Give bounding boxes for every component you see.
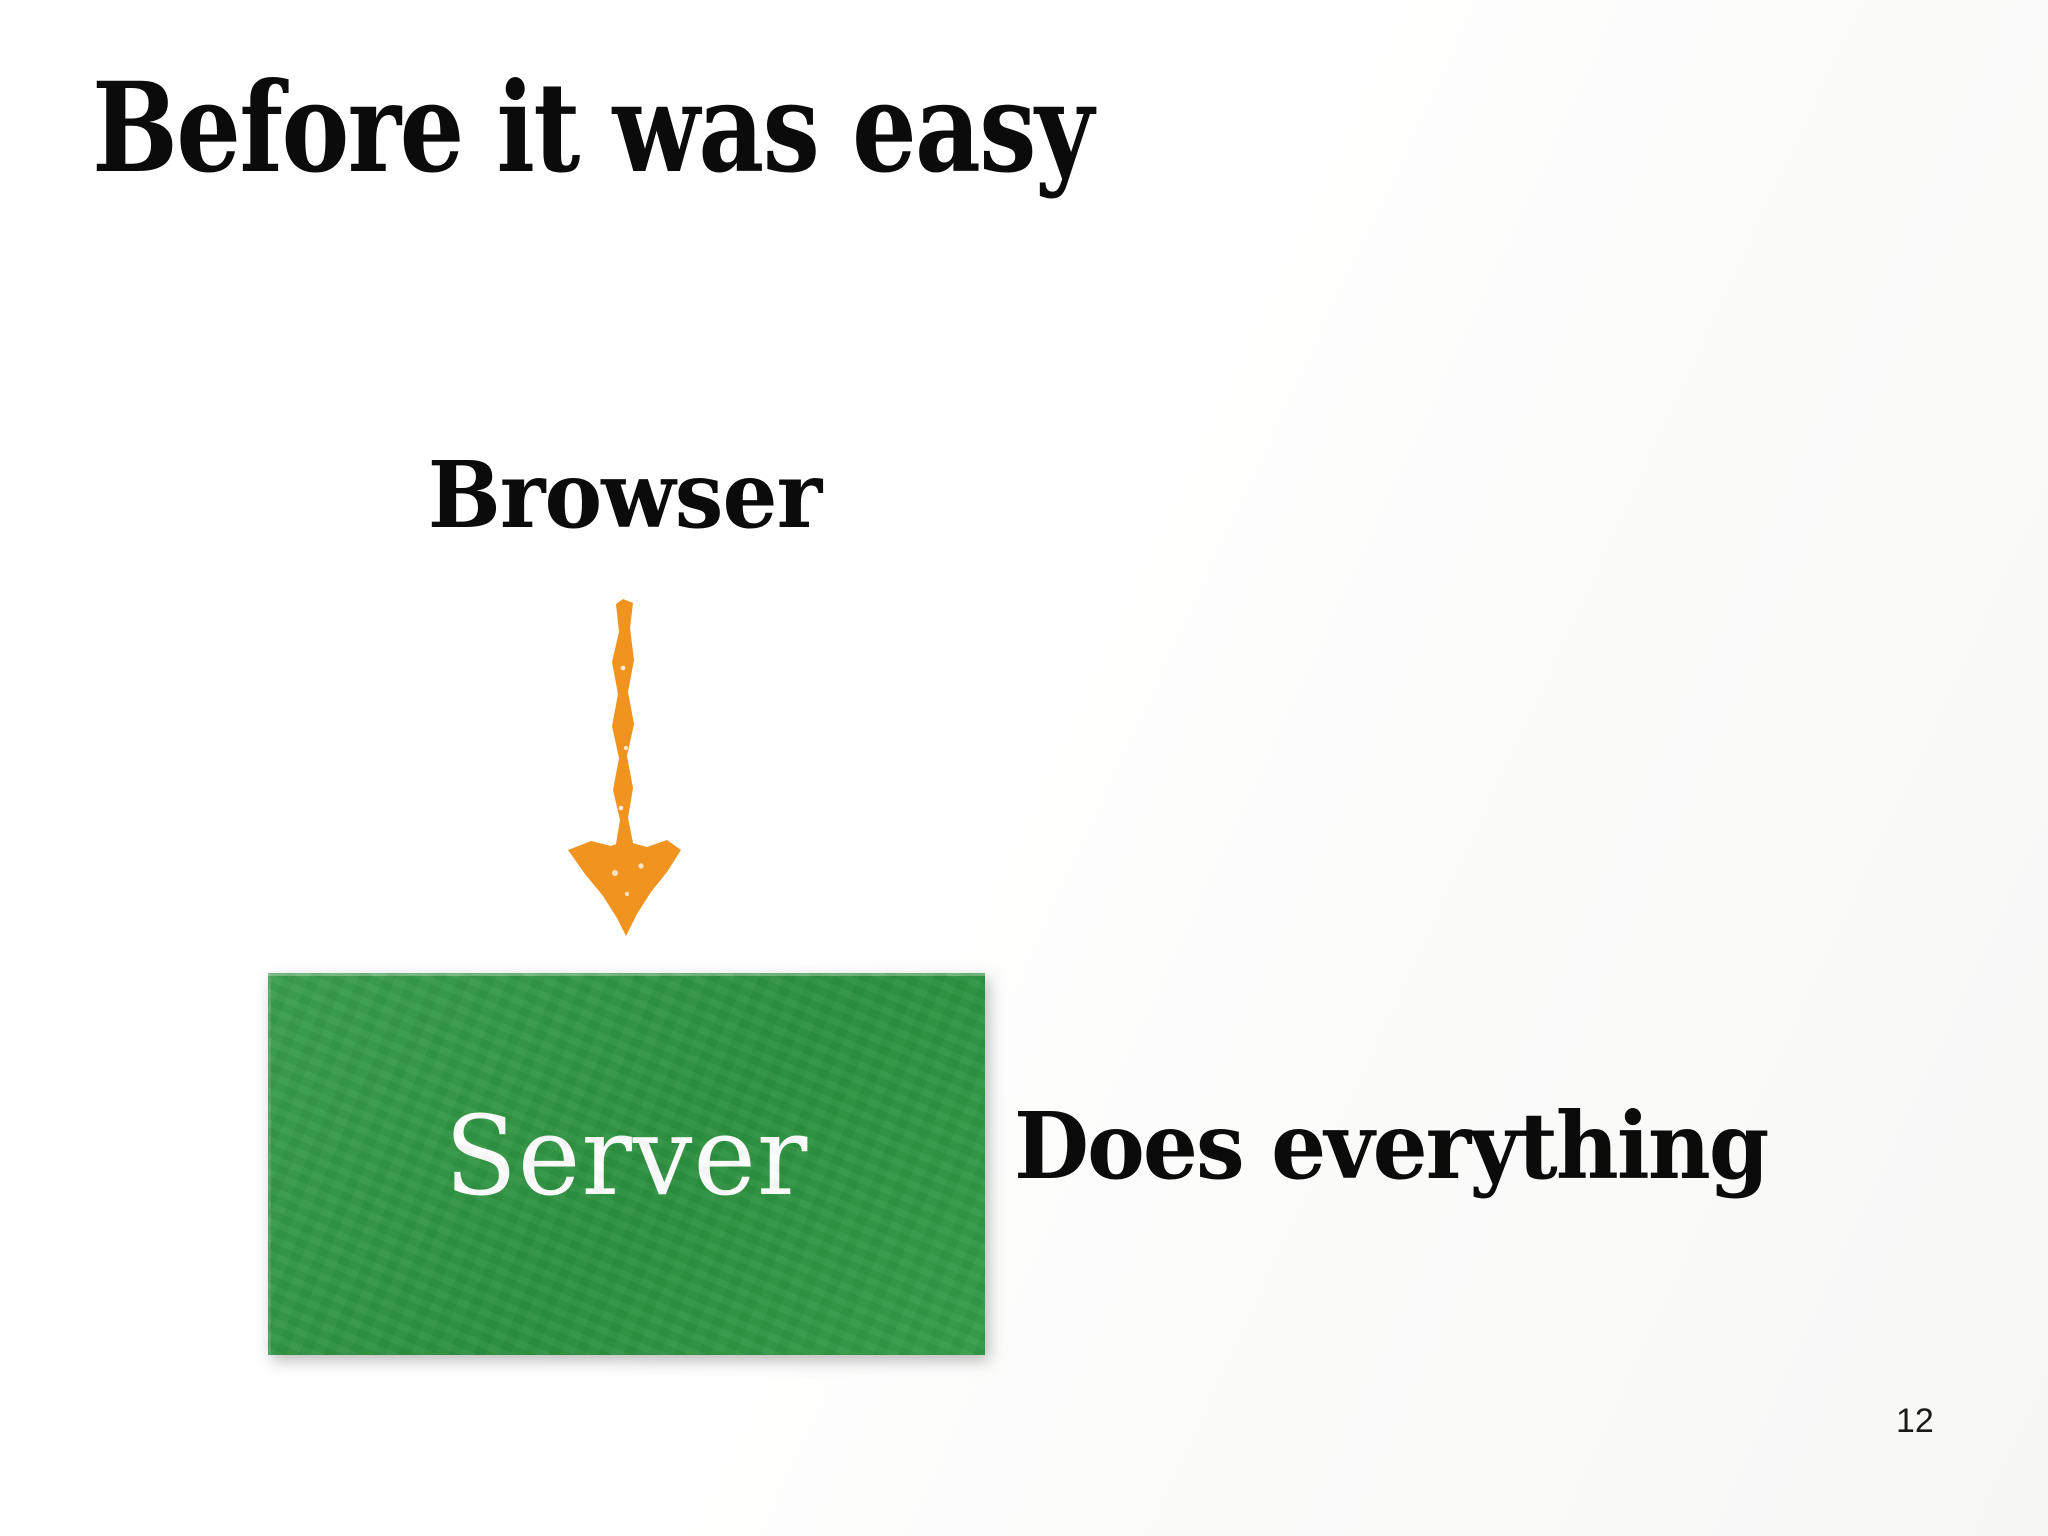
crayon-speckle — [620, 665, 626, 671]
server-caption: Does everything — [1014, 1092, 1769, 1200]
crayon-speckle — [624, 891, 630, 897]
crayon-speckle — [623, 745, 629, 751]
slide-title: Before it was easy — [92, 56, 1094, 201]
server-box: Server — [268, 973, 985, 1355]
crayon-speckle — [618, 805, 624, 811]
down-arrow-icon — [568, 599, 681, 936]
crayon-speckle — [612, 870, 618, 876]
down-arrow-stem — [612, 599, 634, 850]
server-label: Server — [444, 1092, 809, 1220]
page-number: 12 — [1896, 1402, 1934, 1440]
crayon-speckle — [638, 863, 644, 869]
down-arrow-head — [568, 840, 681, 936]
browser-label: Browser — [427, 441, 822, 549]
